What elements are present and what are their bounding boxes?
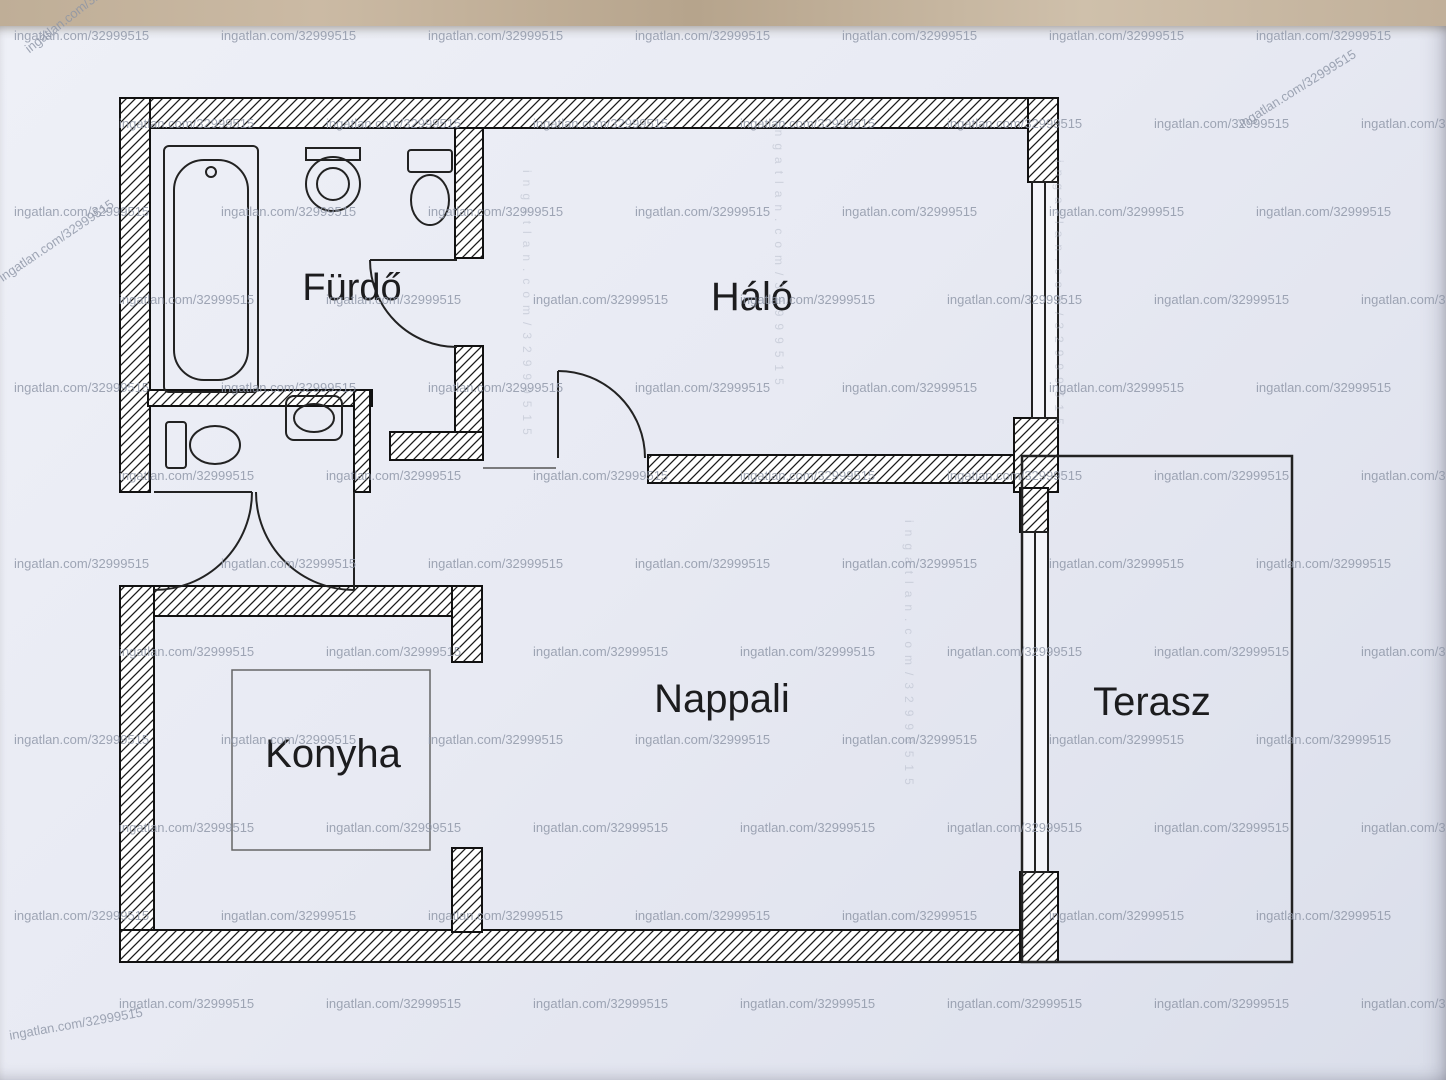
paper-sheet xyxy=(0,26,1446,1080)
table-surface xyxy=(0,0,1446,30)
